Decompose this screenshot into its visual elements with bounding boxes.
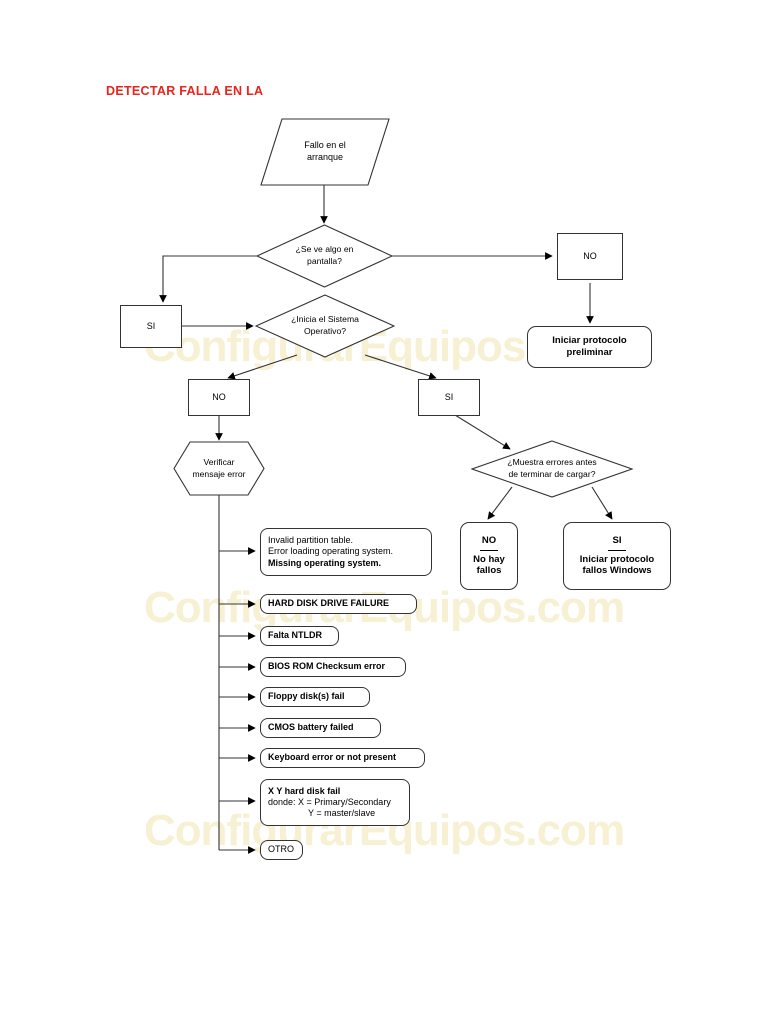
verificar-line-2: mensaje error (192, 468, 246, 479)
decision-errores-label: ¿Muestra errores antes de terminar de ca… (471, 440, 633, 498)
msg6-line: CMOS battery failed (268, 722, 354, 733)
node-verificar-mensaje-error: Verificar mensaje error (173, 441, 265, 496)
msg-bios-rom-checksum: BIOS ROM Checksum error (260, 657, 406, 677)
hexagon-shape (173, 441, 265, 496)
decision1-line-2: pantalla? (307, 256, 342, 266)
msg3-line: Falta NTLDR (268, 630, 322, 641)
pantalla-no-label: NO (583, 250, 597, 261)
preliminar-line-1: Iniciar protocolo (552, 335, 627, 347)
verificar-label: Verificar mensaje error (173, 441, 265, 496)
decision3-line-2: de terminar de cargar? (508, 469, 596, 479)
errores-si-head: SI (612, 534, 622, 546)
parallelogram-shape (260, 118, 390, 186)
msg8-line-1: X Y hard disk fail (268, 785, 341, 796)
start-line-2: arranque (306, 152, 344, 162)
divider-line (608, 549, 626, 551)
diamond-shape (255, 224, 394, 288)
node-decision-pantalla: ¿Se ve algo en pantalla? (255, 224, 394, 288)
msg-invalid-partition: Invalid partition table. Error loading o… (260, 528, 432, 576)
msg-cmos-battery-failed: CMOS battery failed (260, 718, 381, 738)
pantalla-si-label: SI (146, 320, 156, 331)
msg2-line: HARD DISK DRIVE FAILURE (268, 598, 390, 609)
errores-si-line-2: fallos Windows (582, 565, 652, 577)
so-si-label: SI (444, 391, 454, 402)
msg-falta-ntldr: Falta NTLDR (260, 626, 339, 646)
node-errores-no-result: NO No hay fallos (460, 522, 518, 590)
msg1-line-2: Error loading operating system. (268, 546, 394, 557)
node-decision-sistema-operativo: ¿Inicia el Sistema Operativo? (254, 294, 396, 358)
node-iniciar-protocolo-preliminar: Iniciar protocolo preliminar (527, 326, 652, 368)
msg4-line: BIOS ROM Checksum error (268, 661, 386, 672)
msg-xy-hard-disk-fail: X Y hard disk fail donde: X = Primary/Se… (260, 779, 410, 826)
node-start-label: Fallo en el arranque (260, 118, 390, 186)
msg1-line-1: Invalid partition table. (268, 535, 354, 546)
msg-otro: OTRO (260, 840, 303, 860)
page-title: DETECTAR FALLA EN LA (106, 84, 264, 98)
verificar-line-1: Verificar (203, 456, 235, 467)
msg1-line-3: Missing operating system. (268, 557, 382, 568)
msg8-line-2: donde: X = Primary/Secondary (268, 796, 391, 807)
node-pantalla-no: NO (557, 233, 623, 280)
node-pantalla-si: SI (120, 305, 182, 348)
errores-no-line-2: fallos (476, 565, 502, 577)
node-decision-muestra-errores: ¿Muestra errores antes de terminar de ca… (470, 440, 634, 498)
decision-pantalla-label: ¿Se ve algo en pantalla? (256, 224, 393, 288)
so-no-label: NO (212, 391, 226, 402)
divider-line (480, 549, 498, 551)
node-so-si: SI (418, 379, 480, 416)
decision1-line-1: ¿Se ve algo en (295, 244, 354, 255)
errores-no-head: NO (481, 534, 497, 546)
node-errores-si-result: SI Iniciar protocolo fallos Windows (563, 522, 671, 590)
decision2-line-2: Operativo? (303, 326, 347, 336)
diamond-shape (254, 294, 396, 358)
msg8-line-3: Y = master/slave (308, 808, 376, 819)
decision2-line-1: ¿Inicia el Sistema (291, 314, 359, 325)
node-start-fallo-arranque: Fallo en el arranque (260, 118, 390, 186)
errores-no-line-1: No hay (473, 553, 505, 565)
msg5-line: Floppy disk(s) fail (268, 691, 345, 702)
msg-keyboard-error: Keyboard error or not present (260, 748, 425, 768)
msg7-line: Keyboard error or not present (268, 752, 397, 763)
decision3-line-1: ¿Muestra errores antes (507, 457, 597, 468)
start-line-1: Fallo en el (304, 140, 346, 151)
msg-hard-disk-drive-failure: HARD DISK DRIVE FAILURE (260, 594, 417, 614)
diamond-shape (470, 440, 634, 498)
preliminar-line-2: preliminar (566, 347, 613, 358)
msg-floppy-disk-fail: Floppy disk(s) fail (260, 687, 370, 707)
node-so-no: NO (188, 379, 250, 416)
msg9-line: OTRO (268, 844, 294, 855)
errores-si-line-1: Iniciar protocolo (579, 553, 655, 565)
decision-so-label: ¿Inicia el Sistema Operativo? (255, 294, 395, 358)
